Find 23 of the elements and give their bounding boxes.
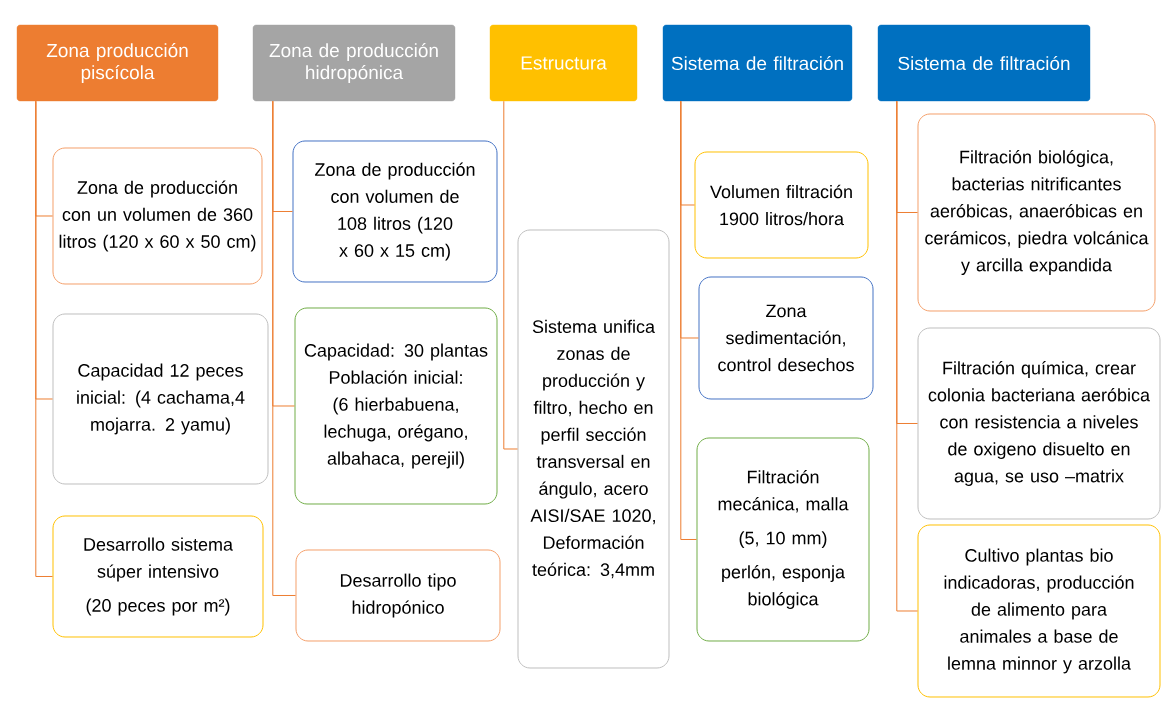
connector-line <box>896 100 918 612</box>
text-box: Filtración biológica, bacterias nitrificantes aeróbicas, anaeróbicas en cerámicos, piedra volcánica y arcilla expandida <box>917 113 1156 312</box>
text-box: Filtración mecánica, malla (5, 10 mm) perlón, esponja biológica <box>696 437 870 642</box>
text-box: Zona de producción con volumen de 108 litros (120 x 60 x 15 cm) <box>292 140 498 283</box>
header-box: Sistema de filtración <box>877 24 1091 102</box>
text-box: Cultivo plantas bio indicadoras, producción de alimento para animales a base de lemna minnor y arzolla <box>917 524 1161 698</box>
text-box: Sistema unifica zonas de producción y filtro, hecho en perfil sección transversal en ángulo, acero AISI/SAE 1020, Deformación teórica: 3,4mm <box>517 229 670 669</box>
text-box: Zona sedimentación, control desechos <box>698 276 874 400</box>
text-box: Capacidad: 30 plantas Población inicial: (6 hierbabuena, lechuga, orégano, albahaca, perejil) <box>294 307 498 505</box>
text-box: Volumen filtración 1900 litros/hora <box>694 151 869 259</box>
header-box: Zona producción piscícola <box>16 24 219 102</box>
connector-line <box>35 100 53 577</box>
header-box: Estructura <box>489 24 638 102</box>
text-box: Capacidad 12 peces inicial: (4 cachama,4 mojarra. 2 yamu) <box>52 313 269 485</box>
connector-line <box>503 100 518 450</box>
connector-line <box>680 100 697 540</box>
text-box: Desarrollo tipo hidropónico <box>295 549 501 642</box>
header-box: Sistema de filtración <box>662 24 853 102</box>
text-box: Desarrollo sistema súper intensivo (20 peces por m²) <box>52 515 264 638</box>
connector-line <box>272 100 296 596</box>
text-box: Filtración química, crear colonia bacteriana aeróbica con resistencia a niveles de oxigeno disuelto en agua, se uso –matrix <box>917 327 1161 520</box>
text-box: Zona de producción con un volumen de 360 litros (120 x 60 x 50 cm) <box>52 147 263 285</box>
header-box: Zona de producción hidropónica <box>252 24 456 102</box>
